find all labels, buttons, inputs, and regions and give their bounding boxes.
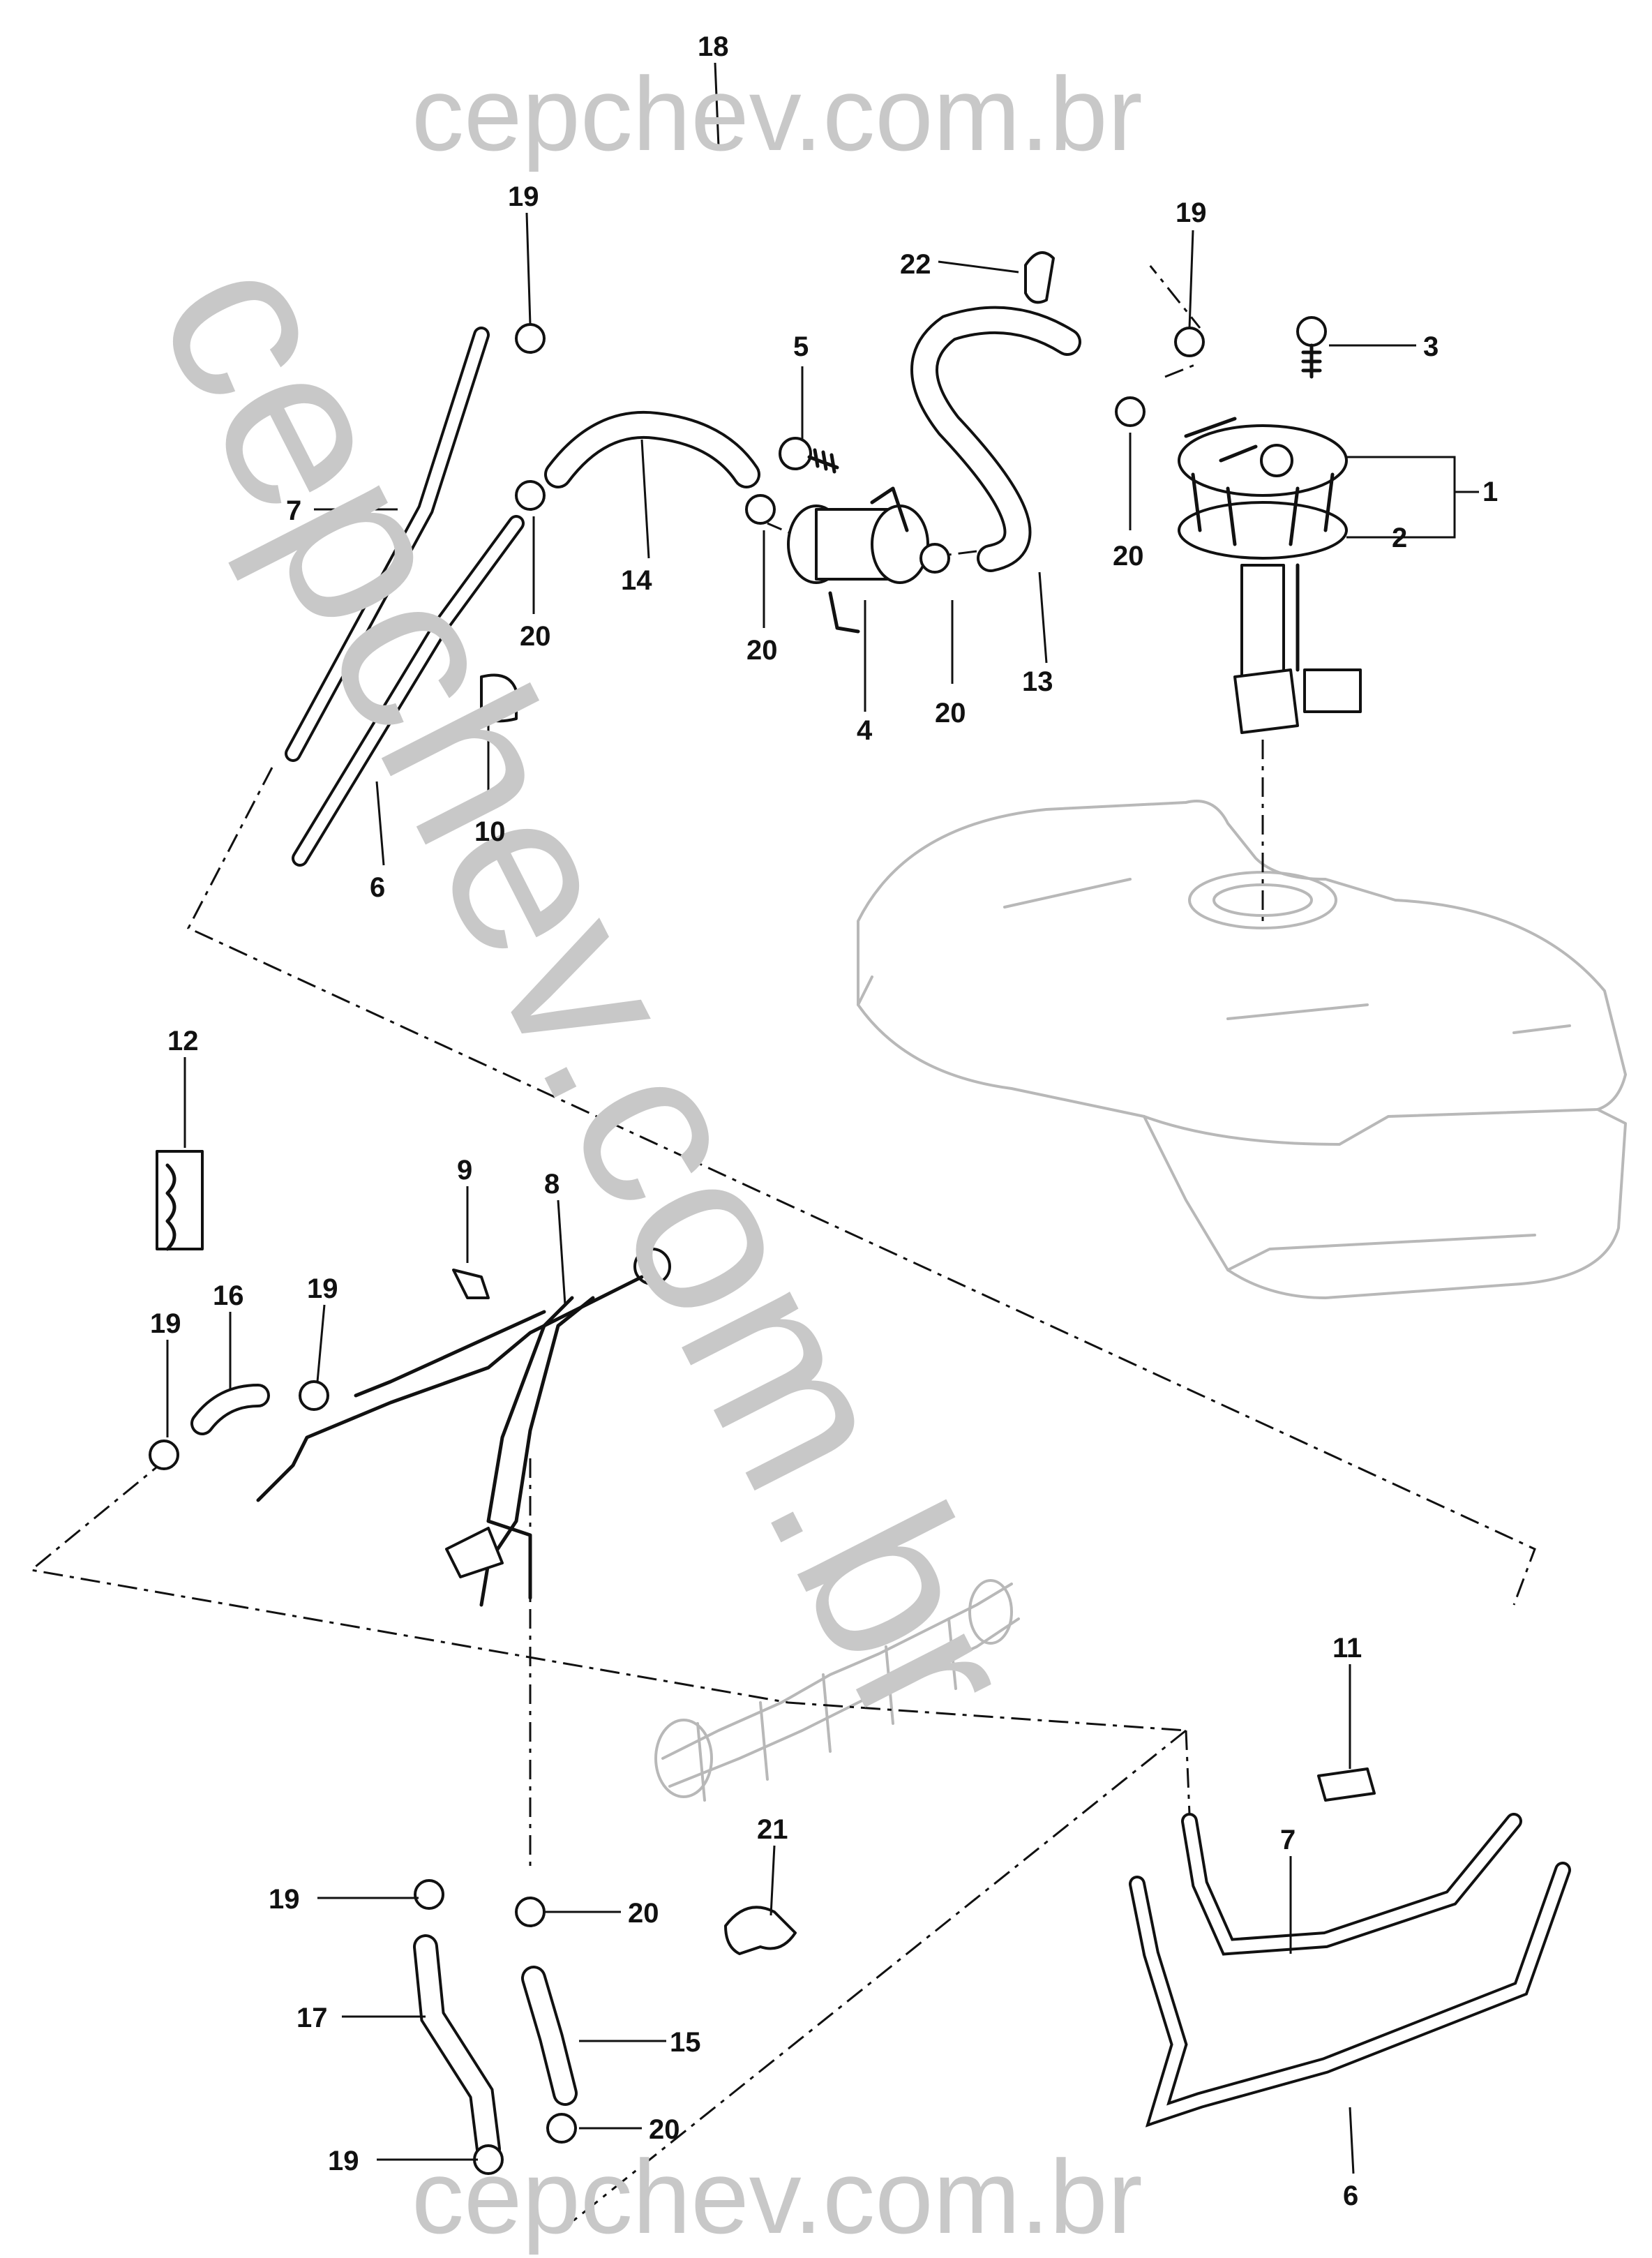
callout-3: 3	[1423, 331, 1439, 362]
callout-20: 20	[935, 698, 966, 728]
part-11-clip	[1317, 1767, 1376, 1802]
fuel-tank-outline	[857, 800, 1627, 1299]
callout-21: 21	[757, 1814, 788, 1845]
callout-22: 22	[900, 249, 931, 280]
part-12-retainer	[156, 1150, 204, 1251]
part-3-bolt	[1296, 316, 1327, 379]
callout-2: 2	[1392, 523, 1407, 553]
watermark-top: cepchev.com.br	[412, 55, 1143, 172]
part-14-hose	[544, 410, 760, 488]
callout-16: 16	[213, 1280, 244, 1311]
callout-15: 15	[670, 2027, 701, 2058]
callout-6: 6	[1343, 2181, 1358, 2211]
part-8-fuel-pipe-assembly	[256, 1248, 671, 1607]
callout-19: 19	[328, 2146, 359, 2176]
callout-19: 19	[269, 1884, 300, 1915]
part-16-hose	[190, 1384, 270, 1435]
part-4-fuel-filter	[787, 486, 929, 634]
callout-14: 14	[621, 565, 652, 596]
part-22-clip	[1024, 251, 1055, 304]
callout-18: 18	[698, 31, 729, 62]
callout-19: 19	[307, 1273, 338, 1304]
part-6-pipe-lower	[1129, 1862, 1571, 2128]
callout-19: 19	[508, 181, 539, 212]
part-6-pipe-upper	[292, 515, 525, 867]
callout-10: 10	[474, 816, 506, 847]
leader-lines	[166, 62, 1479, 2174]
part-17-hose	[413, 1934, 501, 2162]
callout-1: 1	[1482, 477, 1498, 507]
callout-6: 6	[370, 872, 385, 903]
callout-17: 17	[296, 2003, 328, 2033]
callout-12: 12	[167, 1026, 199, 1056]
part-7-pipe-lower	[1181, 1813, 1522, 1956]
part-9-bolt	[452, 1269, 490, 1299]
watermark-bottom: cepchev.com.br	[412, 2138, 1143, 2255]
part-15-hose	[521, 1966, 578, 2106]
callout-20: 20	[746, 635, 778, 666]
assembly-lines	[29, 257, 1536, 2234]
fuel-rail-outline	[654, 1579, 1020, 1802]
clamps	[149, 323, 1205, 2175]
part-5-bolt	[779, 437, 839, 474]
callout-4: 4	[857, 715, 873, 746]
part-1-2-fuel-pump-module	[1178, 417, 1362, 734]
callout-20: 20	[649, 2114, 680, 2145]
part-13-hose	[910, 306, 1081, 572]
callout-9: 9	[457, 1155, 472, 1186]
callout-20: 20	[1113, 541, 1144, 571]
callout-5: 5	[793, 331, 809, 362]
callout-20: 20	[520, 621, 551, 652]
callout-13: 13	[1022, 666, 1053, 697]
callout-7: 7	[1280, 1825, 1296, 1855]
part-21-clamp	[724, 1906, 797, 1955]
callout-8: 8	[544, 1169, 560, 1199]
callout-19: 19	[1176, 197, 1207, 228]
callout-19: 19	[150, 1308, 181, 1339]
callout-7: 7	[286, 495, 301, 526]
part-10-retainer	[480, 673, 518, 723]
callout-20: 20	[628, 1898, 659, 1929]
callout-11: 11	[1332, 1633, 1362, 1663]
part-7-pipe-upper	[285, 327, 490, 762]
part-18-vent-hose	[562, 87, 1154, 317]
